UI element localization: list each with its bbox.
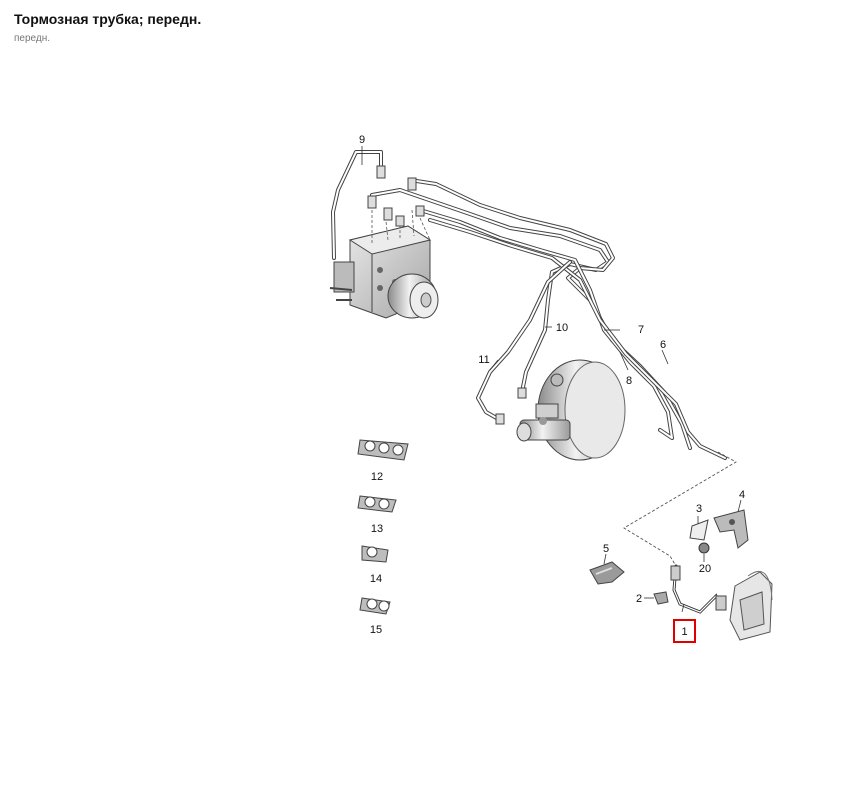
pipe-clip-12 — [357, 439, 409, 461]
brake-pipes — [331, 150, 727, 460]
routing-guide — [623, 451, 737, 567]
pipe-clip-14 — [361, 545, 389, 563]
callout-3[interactable]: 3 — [696, 503, 702, 515]
callout-9[interactable]: 9 — [359, 134, 365, 146]
callout-4[interactable]: 4 — [739, 489, 745, 501]
clip-2 — [653, 591, 669, 605]
abs-unit — [329, 209, 439, 319]
bolt-20 — [698, 542, 710, 554]
pipe-fittings — [367, 165, 527, 425]
callout-1[interactable]: 1 — [681, 626, 687, 638]
clip-3 — [689, 519, 709, 541]
page-subtitle: передн. — [14, 33, 51, 44]
callout-6[interactable]: 6 — [660, 339, 666, 351]
callout-labels: 1 2 3 4 5 6 7 8 9 10 11 12 13 14 15 20 — [359, 134, 745, 643]
callout-2[interactable]: 2 — [636, 593, 642, 605]
callout-12[interactable]: 12 — [371, 471, 383, 483]
brake-caliper — [729, 571, 773, 641]
callout-10[interactable]: 10 — [556, 322, 568, 334]
callout-20[interactable]: 20 — [699, 563, 711, 575]
callout-8[interactable]: 8 — [626, 375, 632, 387]
callout-7[interactable]: 7 — [638, 324, 644, 336]
callout-leaders — [361, 146, 742, 613]
callout-14[interactable]: 14 — [370, 573, 382, 585]
pipe-clip-15 — [359, 597, 391, 615]
front-brake-hose — [670, 564, 727, 614]
page-title: Тормозная трубка; передн. — [14, 11, 202, 27]
brake-booster — [516, 359, 626, 461]
pipe-clip-13 — [357, 495, 397, 513]
holder-5 — [589, 561, 625, 585]
callout-13[interactable]: 13 — [371, 523, 383, 535]
callout-11[interactable]: 11 — [478, 354, 489, 366]
callout-15[interactable]: 15 — [370, 624, 382, 636]
bracket-4 — [713, 509, 749, 549]
callout-1-highlight-box — [673, 619, 696, 643]
callout-5[interactable]: 5 — [603, 543, 609, 555]
